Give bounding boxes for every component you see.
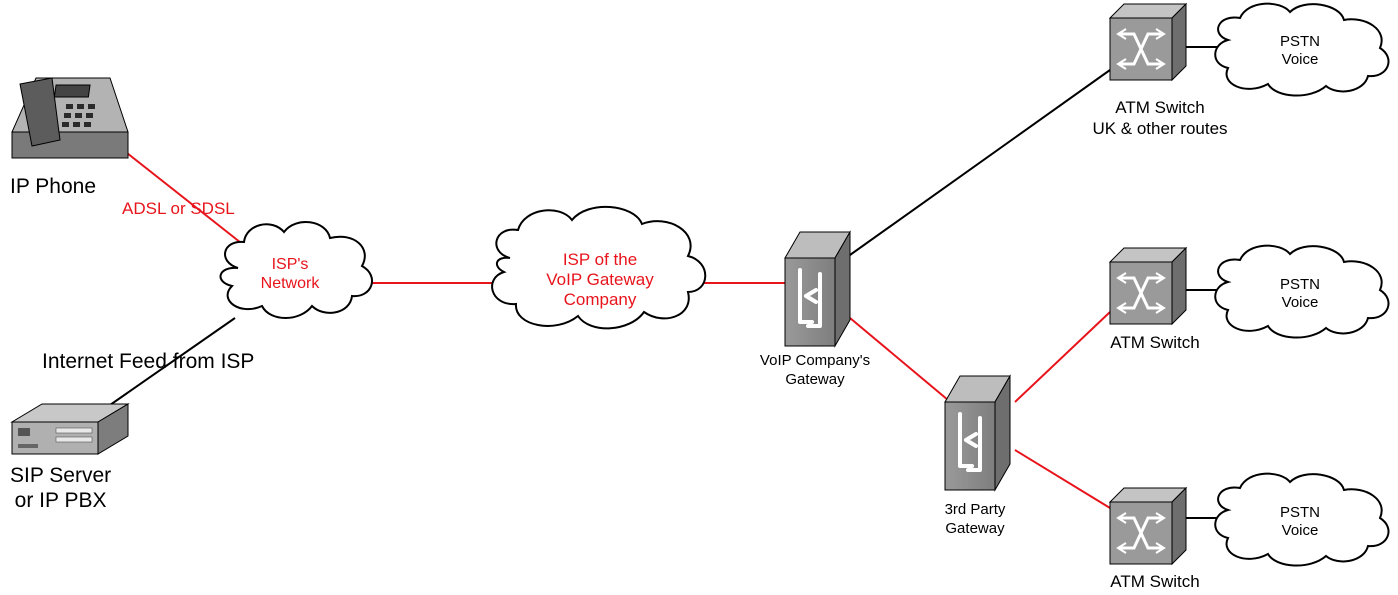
ip-phone-label: IP Phone (10, 175, 97, 198)
third-party-gateway-icon (944, 374, 1011, 492)
atm-switch-bottom-icon (1108, 486, 1188, 566)
link-gateway-3rdparty (849, 317, 949, 401)
link-3rdparty-atm-bottom (1014, 449, 1111, 509)
atm-switch-mid-label: ATM Switch (1110, 333, 1200, 352)
internet-feed-label: Internet Feed from ISP (42, 350, 255, 373)
atm-switch-mid-icon (1108, 246, 1188, 326)
isp-network-cloud-label: ISP's Network (260, 256, 320, 292)
link-phone-isp (107, 137, 251, 251)
adsl-link-label: ADSL or SDSL (122, 199, 235, 218)
cloud-isp-network (219, 220, 373, 319)
link-server-isp (109, 317, 236, 406)
link-3rdparty-atm-mid (1014, 311, 1111, 403)
ip-phone-icon (11, 77, 129, 159)
pstn-mid-label: PSTN Voice (1279, 276, 1320, 311)
pstn-bottom-label: PSTN Voice (1279, 504, 1320, 539)
voip-gateway-icon (784, 230, 851, 348)
cloud-isp-voip (491, 206, 707, 330)
connection-lines (107, 46, 1225, 519)
voip-gateway-label: VoIP Company's Gateway (759, 352, 871, 388)
server-icon (10, 403, 130, 455)
atm-switch-top-label: ATM Switch UK & other routes (1092, 98, 1228, 138)
link-gateway-atm-top (849, 69, 1111, 256)
pstn-top-label: PSTN Voice (1279, 33, 1320, 68)
isp-voip-cloud-label: ISP of the VoIP Gateway Company (546, 250, 654, 309)
atm-switch-bottom-label: ATM Switch (1110, 572, 1200, 591)
cloud-pstn-mid (1214, 244, 1390, 339)
sip-server-label: SIP Server or IP PBX (10, 464, 112, 512)
cloud-pstn-top (1214, 2, 1390, 97)
atm-switch-top-icon (1108, 2, 1188, 82)
third-party-gateway-label: 3rd Party Gateway (944, 501, 1006, 537)
cloud-pstn-bottom (1214, 472, 1390, 567)
